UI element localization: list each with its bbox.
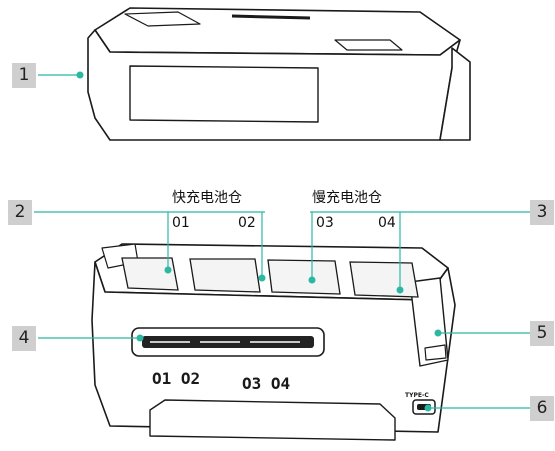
case-base <box>91 243 456 441</box>
slot-label-01: 01 <box>172 215 190 231</box>
port-label: TYPE-C <box>405 392 429 399</box>
vent-slot <box>131 327 325 357</box>
battery-bays <box>121 257 419 298</box>
usb-c-port <box>412 399 436 415</box>
bay-03 <box>267 259 341 295</box>
slot-label-03: 03 <box>316 215 334 231</box>
slot-label-04: 04 <box>378 215 396 231</box>
bay-04 <box>349 261 419 298</box>
case-lid <box>87 7 471 141</box>
leader-dots <box>76 71 442 412</box>
slot-label-02: 02 <box>238 215 256 231</box>
callout-6: 6 <box>530 396 554 421</box>
bay-02 <box>189 258 261 293</box>
case-slot-numbers-right: O3 O4 <box>242 374 290 393</box>
slow-charge-bays-label: 慢充电池仓 <box>312 190 382 206</box>
leader-lines <box>34 74 530 409</box>
callout-4: 4 <box>12 326 36 351</box>
callout-3: 3 <box>530 200 554 225</box>
callout-2: 2 <box>8 200 32 225</box>
bay-01 <box>121 257 179 291</box>
fast-charge-bays-label: 快充电池仓 <box>172 190 242 206</box>
callout-1: 1 <box>12 63 36 88</box>
case-slot-numbers-left: O1 O2 <box>152 369 200 388</box>
callout-5: 5 <box>530 321 554 346</box>
